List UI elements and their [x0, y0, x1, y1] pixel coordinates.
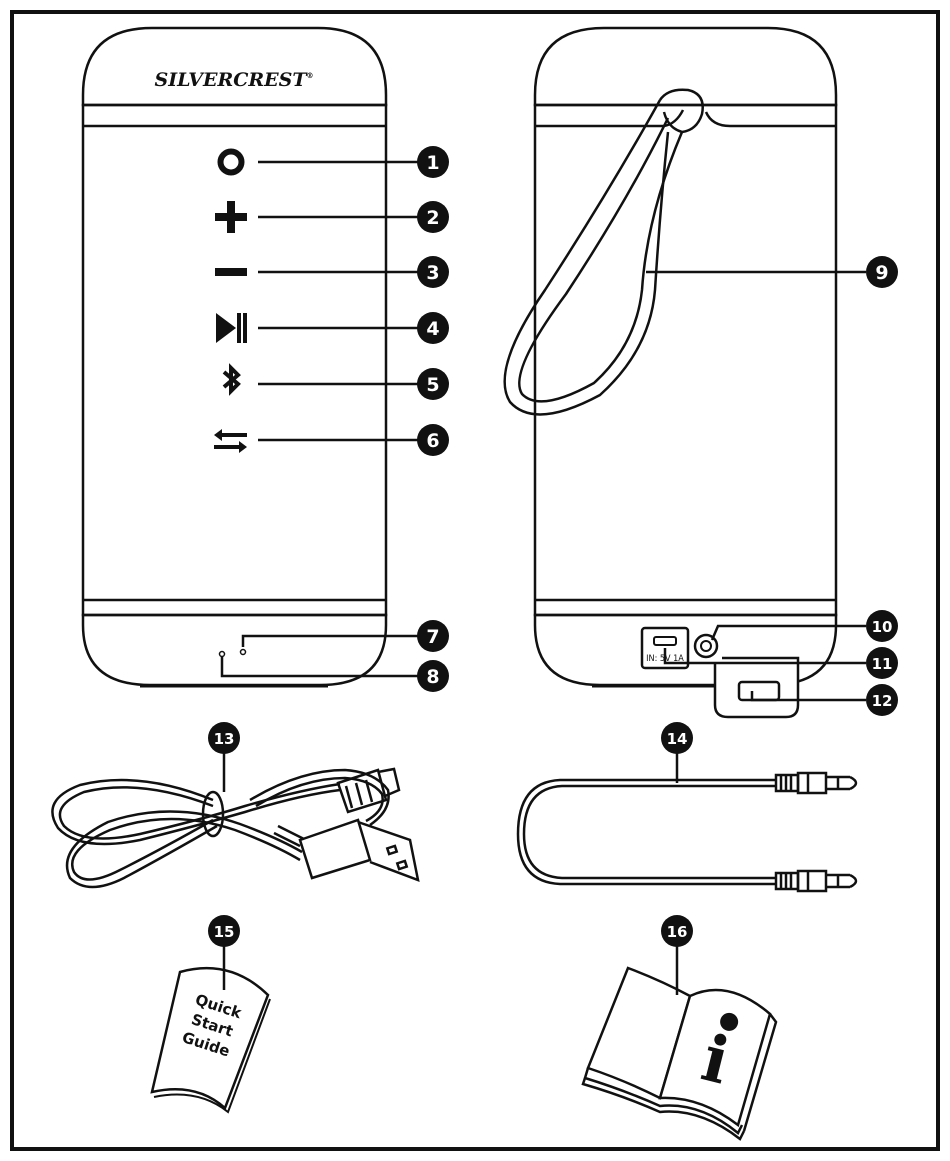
back-body [535, 105, 836, 615]
svg-text:5: 5 [426, 374, 439, 396]
callout-badge: 10 [866, 610, 898, 642]
aux-plug-top [776, 773, 856, 793]
svg-text:3: 3 [426, 262, 439, 284]
callout-badge: 15 [208, 915, 240, 947]
page-border [12, 12, 938, 1149]
svg-text:9: 9 [875, 262, 888, 284]
svg-text:13: 13 [214, 730, 235, 748]
front-bottom-cap [83, 615, 386, 685]
speaker-back [535, 28, 836, 686]
callout-badge: 8 [417, 660, 449, 692]
callout-badge: 14 [661, 722, 693, 754]
usb-a-plug [274, 820, 418, 880]
callout-badge: 5 [417, 368, 449, 400]
quick-start-guide-booklet: Quick Start Guide [152, 968, 270, 1112]
callout-badge: 11 [866, 647, 898, 679]
minus-icon[interactable] [215, 268, 247, 276]
speaker-front [83, 28, 386, 686]
usb-cable [52, 769, 418, 887]
svg-text:4: 4 [426, 318, 439, 340]
callout-badge: 3 [417, 256, 449, 288]
callout-badge: 12 [866, 684, 898, 716]
callout-badge: 9 [866, 256, 898, 288]
svg-text:6: 6 [426, 430, 439, 452]
bluetooth-icon[interactable] [224, 368, 238, 391]
svg-text:1: 1 [426, 152, 439, 174]
front-controls [214, 152, 247, 454]
callout-badge: 13 [208, 722, 240, 754]
brand-logo: SILVERCREST® [155, 69, 314, 91]
led-indicator-dot [241, 650, 246, 655]
aux-plug-bottom [776, 871, 856, 891]
operating-instructions-book: i [583, 968, 776, 1139]
svg-text:7: 7 [426, 626, 439, 648]
svg-text:11: 11 [872, 655, 893, 673]
callout-badge: 7 [417, 620, 449, 652]
svg-text:15: 15 [214, 923, 235, 941]
front-body [83, 105, 386, 615]
plus-icon[interactable] [215, 201, 247, 233]
back-top-cap [535, 28, 836, 105]
callout-badge: 16 [661, 915, 693, 947]
power-icon[interactable] [221, 152, 242, 173]
callout-badge: 1 [417, 146, 449, 178]
svg-text:8: 8 [426, 666, 439, 688]
back-top-seam [535, 110, 836, 126]
callout-badge: 2 [417, 201, 449, 233]
callout-badge: 4 [417, 312, 449, 344]
svg-text:16: 16 [667, 923, 688, 941]
audio-cable [518, 773, 856, 891]
aux-jack-icon[interactable] [701, 641, 711, 651]
swap-arrows-icon[interactable] [214, 429, 247, 453]
callout-badges: 1 2 3 4 5 6 7 8 9 10 11 12 13 14 15 16 [208, 146, 898, 947]
svg-text:14: 14 [667, 730, 688, 748]
svg-text:10: 10 [872, 618, 893, 636]
callout-badge: 6 [417, 424, 449, 456]
play-pause-icon[interactable] [216, 313, 247, 343]
svg-text:2: 2 [426, 207, 439, 229]
back-ports: IN: 5V 1A [642, 628, 798, 717]
port-cover-tab[interactable] [739, 682, 779, 700]
microphone-dot [220, 652, 225, 657]
svg-text:12: 12 [872, 692, 893, 710]
front-top-cap [83, 28, 386, 105]
